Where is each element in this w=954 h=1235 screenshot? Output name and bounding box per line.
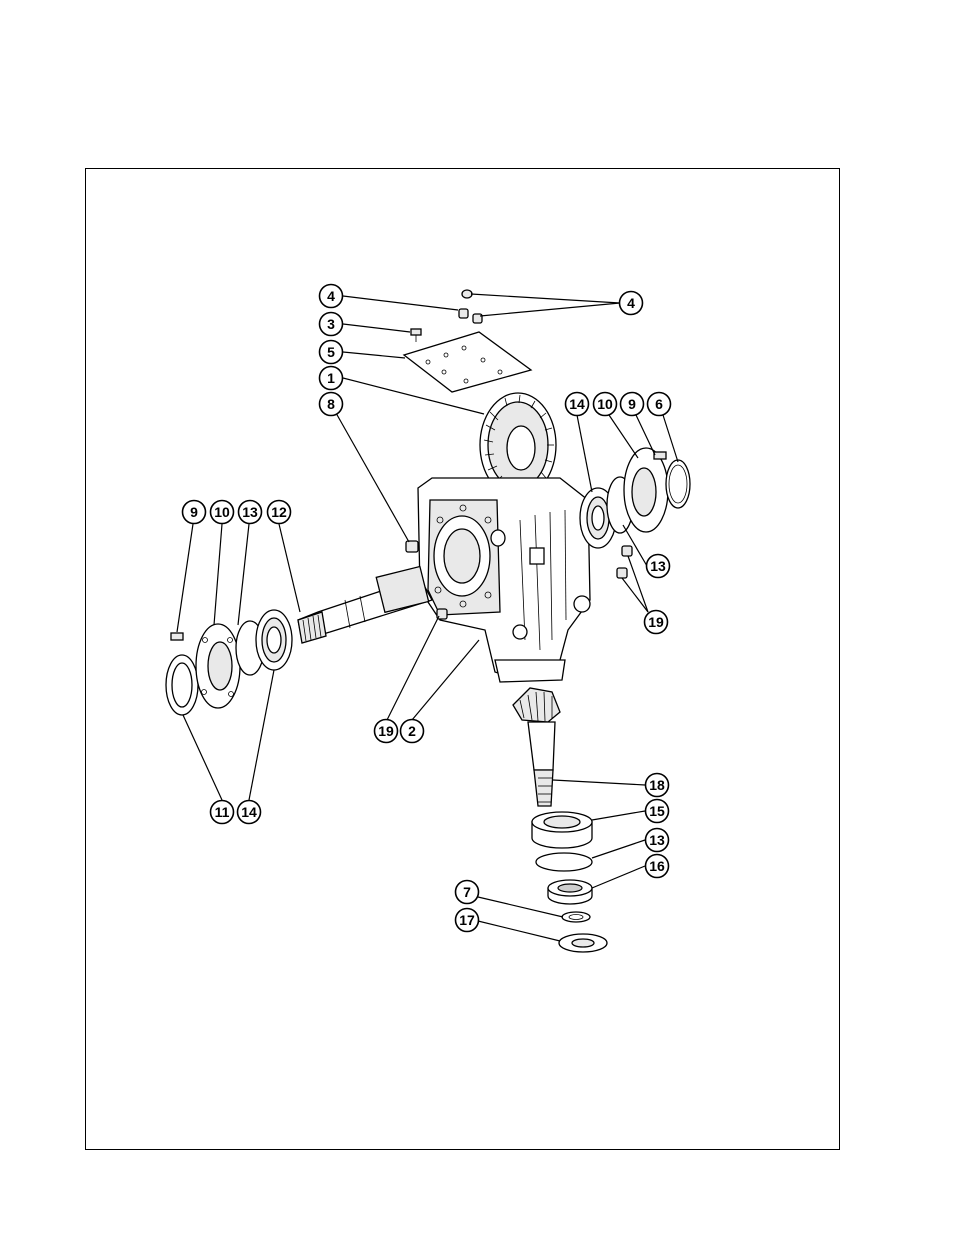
callout-label: 19 (648, 614, 664, 630)
callout-13-right: 13 (647, 555, 670, 578)
callout-3: 3 (320, 313, 343, 336)
callout-8: 8 (320, 393, 343, 416)
callout-label: 13 (242, 504, 258, 520)
bolt-3-part (411, 329, 421, 342)
callout-7: 7 (456, 881, 479, 904)
oring-13-bottom-part (536, 853, 592, 871)
callout-2: 2 (401, 720, 424, 743)
callout-label: 14 (241, 804, 257, 820)
callout-label: 7 (463, 884, 471, 900)
callout-label: 4 (627, 295, 635, 311)
bearing-15-part (532, 812, 592, 848)
callout-18: 18 (646, 774, 669, 797)
callout-14-right: 14 (566, 393, 589, 416)
callout-label: 10 (597, 396, 613, 412)
callout-label: 3 (327, 316, 335, 332)
callout-4-top-right: 4 (620, 292, 643, 315)
callout-10-left: 10 (211, 501, 234, 524)
callout-label: 5 (327, 344, 335, 360)
callout-16: 16 (646, 855, 669, 878)
callout-label: 9 (190, 504, 198, 520)
callout-10-right: 10 (594, 393, 617, 416)
callout-label: 18 (649, 777, 665, 793)
callout-label: 13 (649, 832, 665, 848)
callout-label: 8 (327, 396, 335, 412)
callout-5: 5 (320, 341, 343, 364)
callout-13-left: 13 (239, 501, 262, 524)
input-shaft-12-part (298, 566, 432, 643)
parts-artwork (166, 290, 690, 952)
callout-label: 2 (408, 723, 416, 739)
callout-15: 15 (646, 800, 669, 823)
callout-label: 4 (327, 288, 335, 304)
callout-bubbles: 4 4 3 5 1 8 14 10 9 6 13 19 9 10 13 12 1… (183, 285, 671, 932)
callout-11: 11 (211, 801, 234, 824)
seal-17-part (559, 934, 607, 952)
callout-6: 6 (648, 393, 671, 416)
bearing-16-part (548, 880, 592, 904)
callout-label: 1 (327, 370, 335, 386)
callout-12: 12 (268, 501, 291, 524)
callout-17: 17 (456, 909, 479, 932)
callout-label: 10 (214, 504, 230, 520)
cover-plate-5-part (404, 332, 531, 392)
leader-lines (177, 294, 678, 941)
callout-9-left: 9 (183, 501, 206, 524)
callout-label: 9 (628, 396, 636, 412)
washer-7-part (562, 912, 590, 922)
callout-14-left: 14 (238, 801, 261, 824)
housing-2-part (418, 478, 590, 682)
callout-label: 13 (650, 558, 666, 574)
callout-label: 16 (649, 858, 665, 874)
left-bearing-stack-parts (166, 610, 292, 715)
callout-label: 12 (271, 504, 287, 520)
callout-label: 6 (655, 396, 663, 412)
callout-label: 14 (569, 396, 585, 412)
callout-label: 19 (378, 723, 394, 739)
callout-1: 1 (320, 367, 343, 390)
callout-9-right: 9 (621, 393, 644, 416)
callout-13-bottom: 13 (646, 829, 669, 852)
output-pinion-18-part (513, 688, 560, 806)
callout-label: 15 (649, 803, 665, 819)
right-bearing-stack-parts (580, 448, 690, 578)
callout-19-right: 19 (645, 611, 668, 634)
breather-8-part (406, 541, 418, 552)
callout-label: 17 (459, 912, 475, 928)
callout-label: 11 (215, 804, 230, 820)
callout-19-left: 19 (375, 720, 398, 743)
callout-4-top-left: 4 (320, 285, 343, 308)
